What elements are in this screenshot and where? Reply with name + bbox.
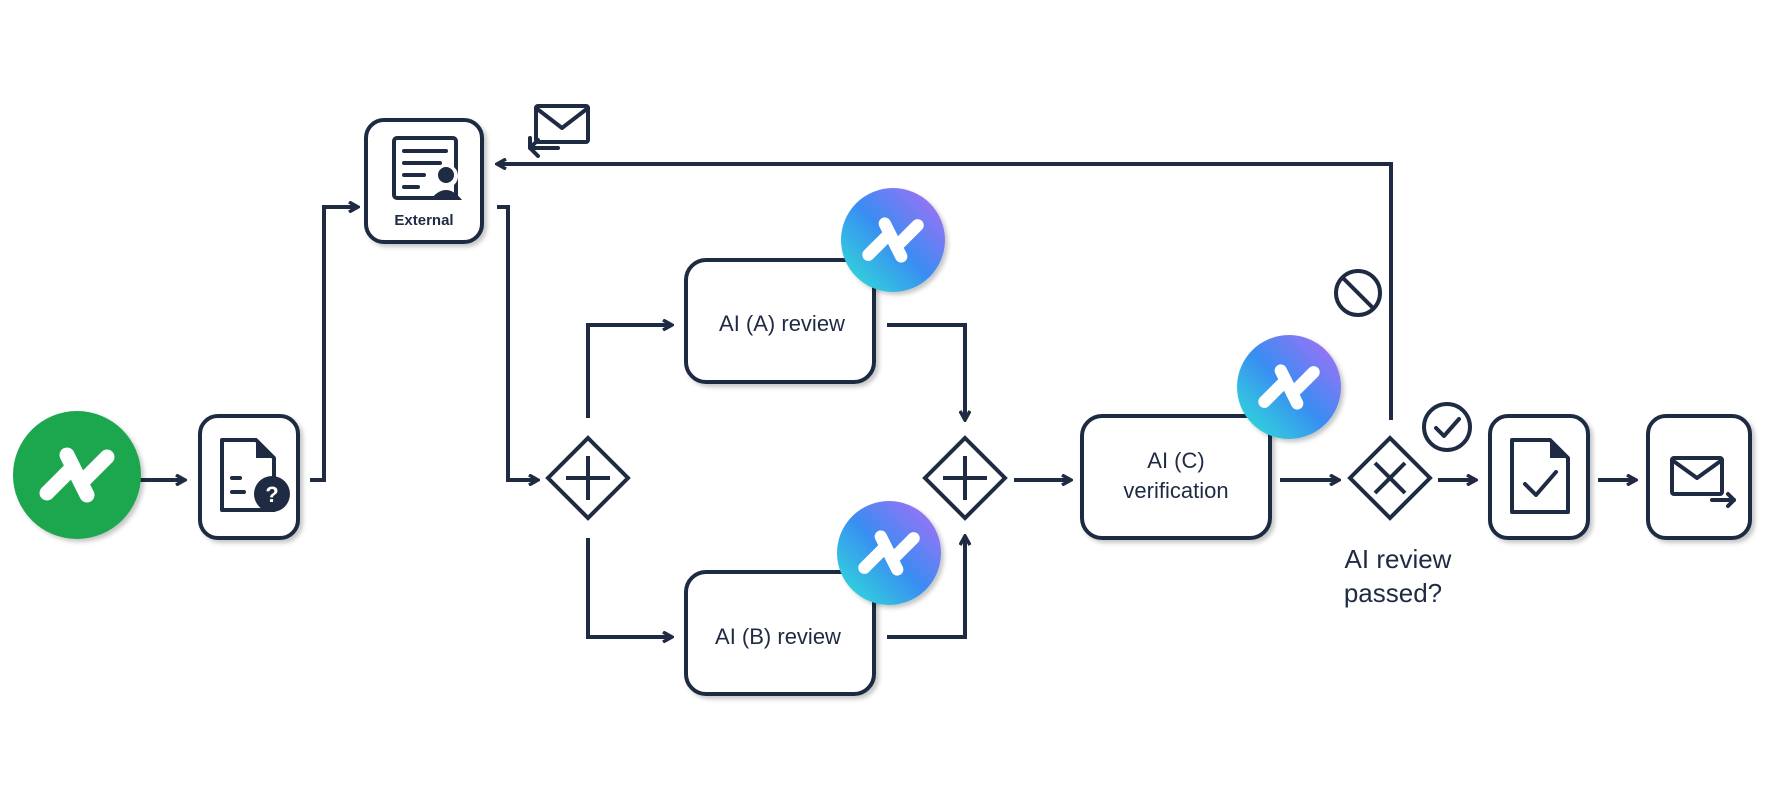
check-circle-icon [1422, 402, 1472, 452]
approved-document-task [1488, 414, 1590, 540]
ai-c-label-line1: AI (C) [1147, 448, 1204, 473]
ai-b-review-task: AI (B) review [684, 501, 941, 696]
send-mail-task [1646, 414, 1752, 540]
connector-ai-b-to-join [887, 536, 965, 639]
ai-a-badge [841, 188, 945, 292]
document-question-icon: ? [220, 438, 290, 512]
connector-decision-reject-loop [497, 164, 1393, 420]
parallel-join-gateway [922, 435, 1008, 521]
ai-b-review-label: AI (B) review [715, 624, 841, 649]
parallel-split-gateway [545, 435, 631, 521]
svg-text:?: ? [265, 482, 278, 507]
exclusive-decision-gateway: AI review passed? [1344, 435, 1452, 608]
decision-label-line1: AI review [1345, 544, 1452, 574]
connector-ai-a-to-join [887, 323, 965, 420]
mail-send-icon [1670, 456, 1736, 508]
connector-request-to-external [310, 207, 358, 482]
form-user-icon [392, 136, 462, 200]
decision-label-line2: passed? [1344, 578, 1442, 608]
request-document-task: ? [198, 414, 300, 540]
ai-a-review-task: AI (A) review [684, 188, 945, 384]
connector-external-to-split [497, 205, 538, 480]
mail-return-icon [528, 104, 590, 158]
ai-a-review-label: AI (A) review [719, 311, 845, 336]
no-entry-icon [1334, 269, 1382, 317]
ai-b-badge [837, 501, 941, 605]
external-task: External [364, 118, 484, 244]
external-label: External [394, 212, 453, 229]
connector-split-to-ai-a [586, 325, 672, 418]
ai-c-verification-task: AI (C) verification [1080, 335, 1341, 540]
document-check-icon [1510, 438, 1570, 514]
ai-c-badge [1237, 335, 1341, 439]
start-badge [13, 411, 141, 539]
ai-c-label-line2: verification [1123, 478, 1228, 503]
connector-split-to-ai-b [586, 538, 672, 637]
connectors [136, 164, 1636, 637]
